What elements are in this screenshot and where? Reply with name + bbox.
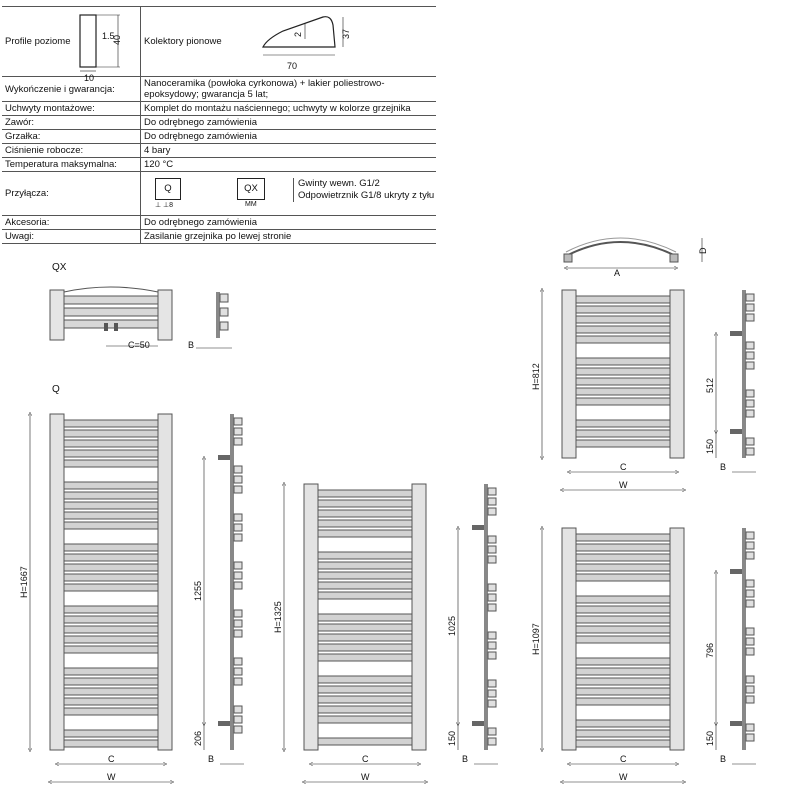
height-dim: H=1325 [273, 601, 283, 633]
bottom-dim: 150 [705, 439, 715, 454]
w-dim: W [619, 772, 628, 782]
profile-h-height: 40 [112, 35, 122, 45]
connection-qx-icon: QX [237, 178, 265, 200]
radiator-drawing [542, 528, 756, 782]
spec-row: Uwagi:Zasilanie grzejnika po lewej stron… [2, 229, 436, 244]
spec-row: Zawór:Do odrębnego zamówienia [2, 115, 436, 130]
bottom-dim: 150 [447, 731, 457, 746]
b-dim: B [720, 462, 726, 472]
radiator-drawing [284, 484, 498, 782]
bottom-dim: 206 [193, 731, 203, 746]
qx-c-dim: C=50 [128, 340, 150, 350]
top-view [563, 237, 703, 268]
radiator-drawing [542, 290, 756, 490]
spacing-dim: 1025 [447, 616, 457, 636]
profile-h-width: 10 [84, 73, 94, 83]
spec-row: Ciśnienie robocze:4 bary [2, 143, 436, 158]
vent-note: Odpowietrznik G1/8 ukryty z tyłu [298, 190, 435, 201]
spacing-dim: 512 [705, 378, 715, 393]
spec-row: Temperatura maksymalna:120 °C [2, 157, 436, 172]
spec-row: Akcesoria:Do odrębnego zamówienia [2, 215, 436, 230]
connection-qx-sub: MM [245, 201, 257, 208]
profile-horizontal-label: Profile poziome [5, 36, 71, 47]
profile-v-width: 70 [287, 61, 297, 71]
profile-vertical-cell: Kolektory pionowe 70 2 37 [140, 6, 436, 77]
height-dim: H=1097 [531, 623, 541, 655]
b-dim: B [208, 754, 214, 764]
profile-v-height: 37 [341, 29, 351, 39]
spec-row: Uchwyty montażowe:Komplet do montażu naś… [2, 101, 436, 116]
qx-label: QX [52, 262, 67, 273]
spec-row-przylacza: Przyłącza: Q ⊥ ⊥8 QX MM Gwinty wewn. G1/… [2, 171, 436, 216]
c-dim: C [362, 754, 369, 764]
profile-vertical-label: Kolektory pionowe [144, 36, 222, 47]
spec-row: Wykończenie i gwarancja:Nanoceramika (po… [2, 76, 436, 102]
connection-q-sub: ⊥ ⊥8 [155, 202, 174, 209]
profile-horizontal-diagram: 40 1.5 10 [79, 14, 122, 83]
top-a-dim: A [614, 268, 620, 278]
profile-v-thickness: 2 [293, 32, 303, 37]
w-dim: W [107, 772, 116, 782]
c-dim: C [108, 754, 115, 764]
w-dim: W [361, 772, 370, 782]
qx-side-view [196, 292, 232, 349]
c-dim: C [620, 462, 627, 472]
profile-vertical-diagram: 70 2 37 [262, 16, 351, 71]
top-d-dim: D [698, 247, 708, 254]
bottom-dim: 150 [705, 731, 715, 746]
qx-front-view [49, 286, 173, 347]
qx-b-dim: B [188, 340, 194, 350]
spacing-dim: 1255 [193, 581, 203, 601]
c-dim: C [620, 754, 627, 764]
profile-horizontal-cell: Profile poziome 40 1.5 10 [2, 6, 141, 83]
spec-row: Grzałka:Do odrębnego zamówienia [2, 129, 436, 144]
height-dim: H=1667 [19, 566, 29, 598]
spacing-dim: 796 [705, 643, 715, 658]
connection-q-icon: Q [155, 178, 181, 200]
q-label: Q [52, 384, 60, 395]
profile-h-thickness: 1.5 [102, 31, 115, 41]
radiator-drawing [30, 414, 244, 782]
b-dim: B [462, 754, 468, 764]
b-dim: B [720, 754, 726, 764]
w-dim: W [619, 480, 628, 490]
spec-table: Profile poziome 40 1.5 10 Kolektory pion… [2, 6, 436, 244]
height-dim: H=812 [531, 363, 541, 390]
thread-note: Gwinty wewn. G1/2 [298, 178, 380, 189]
